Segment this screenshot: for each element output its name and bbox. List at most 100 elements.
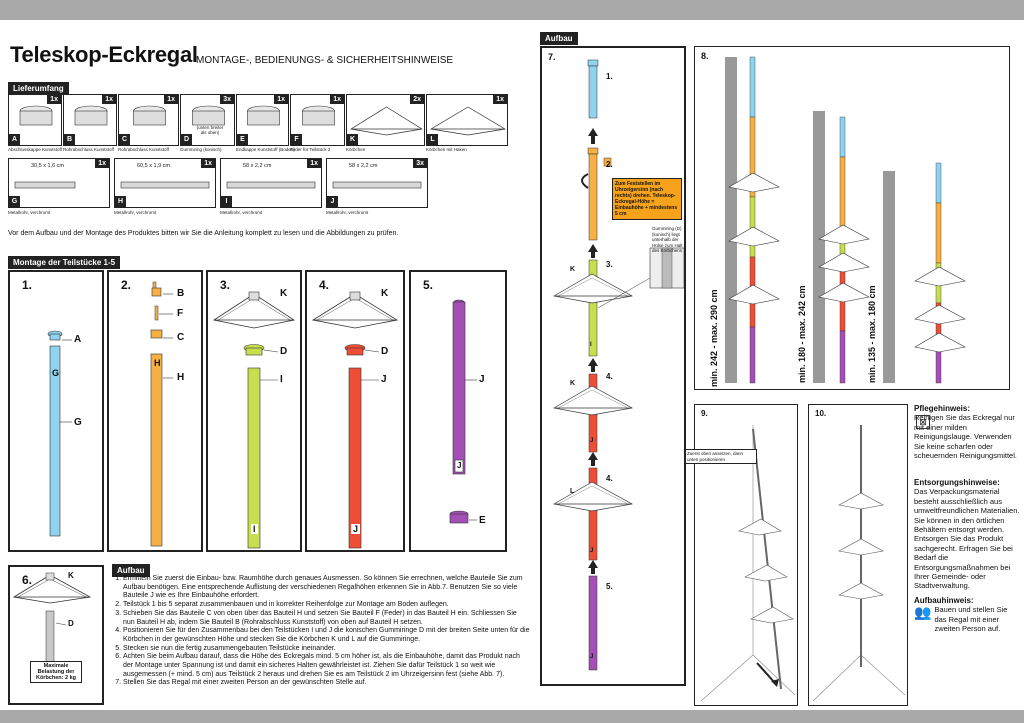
height-range-3: min. 135 - max. 180 cm xyxy=(867,285,877,383)
part-qty: 1x xyxy=(493,95,507,104)
fig-9-note: Zuerst oben ansetzen, dann unten positio… xyxy=(685,449,757,464)
instruction-item: Stellen Sie das Regal mit einer zweiten … xyxy=(123,679,530,688)
label-j3: J xyxy=(590,654,594,660)
step-6-figure xyxy=(12,572,92,676)
label-j2: J xyxy=(590,548,594,554)
part-note: (unten breiter als oben) xyxy=(196,125,224,135)
fig-number: 9. xyxy=(701,409,708,418)
part-qty: 1x xyxy=(330,95,344,104)
label-a: A xyxy=(74,334,82,345)
part-qty: 1x xyxy=(164,95,178,104)
tube-qty: 1x xyxy=(95,159,109,168)
part-caption: Endkappe Kunststoff (Boden) xyxy=(236,147,295,152)
label-k: K xyxy=(68,571,74,580)
step-3-figure xyxy=(212,291,296,549)
fig-7-box: 7. 1. 2. 3. 4. xyxy=(540,46,686,686)
fig-8-figure xyxy=(725,56,966,384)
step-4-box: 4. K D J J xyxy=(305,270,405,552)
tube-qty: 1x xyxy=(201,159,215,168)
label-f: F xyxy=(177,308,184,319)
gummiring-note: Gummiring (D) (konisch) liegt unterhalb … xyxy=(652,226,683,253)
label-j: J xyxy=(479,374,485,385)
page-title: Teleskop-Eckregal xyxy=(10,42,198,67)
label-d: D xyxy=(68,619,74,628)
label-l: L xyxy=(570,488,575,495)
callout-box: Zum Feststellen im Uhrzeigersinn (nach r… xyxy=(612,178,682,220)
care-heading: Pflegehinweis: xyxy=(914,404,971,413)
label-j-tube: J xyxy=(457,461,462,470)
fig-10-figure xyxy=(812,425,906,702)
max-load-note: Maximale Belastung der Körbchen: 2 kg xyxy=(30,661,82,683)
part-letter: L xyxy=(427,134,438,145)
label-c: C xyxy=(177,332,185,343)
aufbau-step-4a: 4. xyxy=(606,372,613,381)
part-letter: C xyxy=(119,134,130,145)
label-g-tube: G xyxy=(52,368,60,378)
disposal-heading: Entsorgungshinweise: xyxy=(914,478,1000,487)
step-number: 4. xyxy=(319,278,330,292)
label-g: G xyxy=(74,417,82,428)
fig-8-box: 8. xyxy=(694,46,1010,390)
tube-caption: Metallrohr, verchromt xyxy=(220,210,263,215)
part-illustration xyxy=(247,105,280,126)
scope-heading: Lieferumfang xyxy=(8,82,69,95)
fig-9-figure xyxy=(700,425,796,702)
step-number: 5. xyxy=(423,278,434,292)
step-5-box: 5. J J E xyxy=(409,270,507,552)
bottom-bar xyxy=(0,710,1024,723)
fig-7-figure xyxy=(553,59,684,671)
label-i: I xyxy=(280,374,283,385)
instruction-item: Ermitteln Sie zuerst die Einbau- bzw. Ra… xyxy=(123,575,530,601)
instruction-item: Teilstück 1 bis 5 separat zusammenbauen … xyxy=(123,601,530,610)
page-subtitle: MONTAGE-, BEDIENUNGS- & SICHERHEITSHINWE… xyxy=(196,55,454,66)
part-caption: Rohrabschluss Kunststoff xyxy=(63,147,114,152)
step-number: 2. xyxy=(121,278,132,292)
aufbau-step-4b: 4. xyxy=(606,474,613,483)
fig-number: 10. xyxy=(815,409,827,418)
part-illustration xyxy=(133,105,166,126)
tube-caption: Metallrohr, verchromt xyxy=(114,210,157,215)
assembly-instructions: Ermitteln Sie zuerst die Einbau- bzw. Ra… xyxy=(112,575,530,688)
part-qty: 1x xyxy=(274,95,288,104)
tube-size: 60,5 x 1,9 cm xyxy=(137,163,171,169)
label-d: D xyxy=(381,346,389,357)
height-range-2: min. 180 - max. 242 cm xyxy=(797,285,807,383)
tube-caption: Metallrohr, verchromt xyxy=(8,210,51,215)
fig-10-box: 10. xyxy=(808,404,908,706)
aufbau-step-1: 1. xyxy=(606,72,613,81)
label-j1: J xyxy=(590,438,594,444)
intro-text: Vor dem Aufbau und der Montage des Produ… xyxy=(8,230,399,237)
part-caption: Gummiring (konisch) xyxy=(180,147,222,152)
tube-size: 58 x 2,2 cm xyxy=(349,163,378,169)
part-qty: 1x xyxy=(102,95,116,104)
aufbau-step-2: 2. xyxy=(606,160,613,169)
step-5-figure xyxy=(449,299,477,524)
two-persons-icon: 👥 xyxy=(914,604,932,621)
step-2-box: 2. B F C H H xyxy=(107,270,203,552)
step-number: 3. xyxy=(220,278,231,292)
basket-illustration xyxy=(429,106,507,136)
tube-illustration xyxy=(226,181,316,189)
part-letter: K xyxy=(347,134,358,145)
tube-size: 58 x 2,2 cm xyxy=(243,163,272,169)
label-b: B xyxy=(177,288,185,299)
step-number: 6. xyxy=(22,573,33,587)
label-i-tube: I xyxy=(251,524,258,534)
build-heading: Aufbauhinweis: xyxy=(914,596,974,605)
part-caption: Körbchen xyxy=(346,147,366,152)
step-number: 1. xyxy=(22,278,33,292)
disposal-section: Entsorgungshinweise: Das Verpackungsmate… xyxy=(914,478,1020,591)
tube-illustration xyxy=(14,181,76,189)
tube-illustration xyxy=(332,181,422,189)
tube-qty: 1x xyxy=(307,159,321,168)
step-1-figure xyxy=(47,330,72,537)
part-caption: Körbchen mit Haken xyxy=(426,147,467,152)
care-section: Pflegehinweis: ⊠ Reinigen Sie das Eckreg… xyxy=(914,404,1020,460)
